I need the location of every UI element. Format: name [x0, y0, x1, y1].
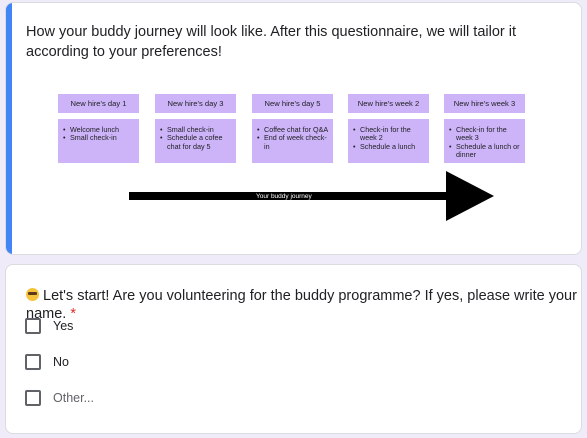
intro-description: How your buddy journey will look like. A…: [26, 24, 516, 60]
stage-item: Check-in for the week 3: [448, 125, 522, 143]
checkbox[interactable]: [25, 318, 41, 334]
intro-card: How your buddy journey will look like. A…: [5, 2, 582, 255]
stage-note-week-3: Check-in for the week 3 Schedule a lunch…: [444, 119, 525, 163]
stage-title-day-3: New hire's day 3: [155, 94, 236, 113]
card-accent-bar: [6, 3, 12, 254]
stage-item: Schedule a cofee chat for day 5: [159, 134, 233, 151]
stage-item: Small check-in: [159, 125, 233, 135]
stage-note-week-2: Check-in for the week 2 Schedule a lunch: [348, 119, 429, 163]
journey-arrow-label: Your buddy journey: [256, 193, 312, 200]
option-yes[interactable]: Yes: [25, 318, 73, 334]
option-label: Other...: [53, 391, 94, 405]
option-label: Yes: [53, 319, 74, 333]
stage-title-day-1: New hire's day 1: [58, 94, 139, 113]
option-other[interactable]: Other...: [25, 390, 94, 406]
stage-item: Schedule a lunch or dinner: [448, 142, 522, 160]
option-label: No: [53, 355, 69, 369]
stage-item: Coffee chat for Q&A: [256, 125, 330, 135]
stage-item: Small check-in: [62, 133, 136, 143]
question-text: Let's start! Are you volunteering for th…: [26, 288, 577, 322]
stage-title-week-2: New hire's week 2: [348, 94, 429, 113]
stage-item: Welcome lunch: [62, 125, 136, 135]
checkbox[interactable]: [25, 354, 41, 370]
stage-note-day-3: Small check-in Schedule a cofee chat for…: [155, 119, 236, 163]
stage-title-week-3: New hire's week 3: [444, 94, 525, 113]
stage-note-day-1: Welcome lunch Small check-in: [58, 119, 139, 163]
question-card: Let's start! Are you volunteering for th…: [5, 264, 582, 434]
stage-item: Check-in for the week 2: [352, 125, 426, 143]
grinning-face-icon: [26, 288, 39, 301]
journey-arrow-icon: [129, 171, 494, 221]
question-title: Let's start! Are you volunteering for th…: [26, 287, 581, 323]
stage-title-day-5: New hire's day 5: [252, 94, 333, 113]
stage-note-day-5: Coffee chat for Q&A End of week check-in: [252, 119, 333, 163]
checkbox[interactable]: [25, 390, 41, 406]
option-no[interactable]: No: [25, 354, 69, 370]
required-asterisk: *: [70, 306, 76, 322]
stage-item: End of week check-in: [256, 134, 330, 151]
stage-item: Schedule a lunch: [352, 142, 426, 152]
